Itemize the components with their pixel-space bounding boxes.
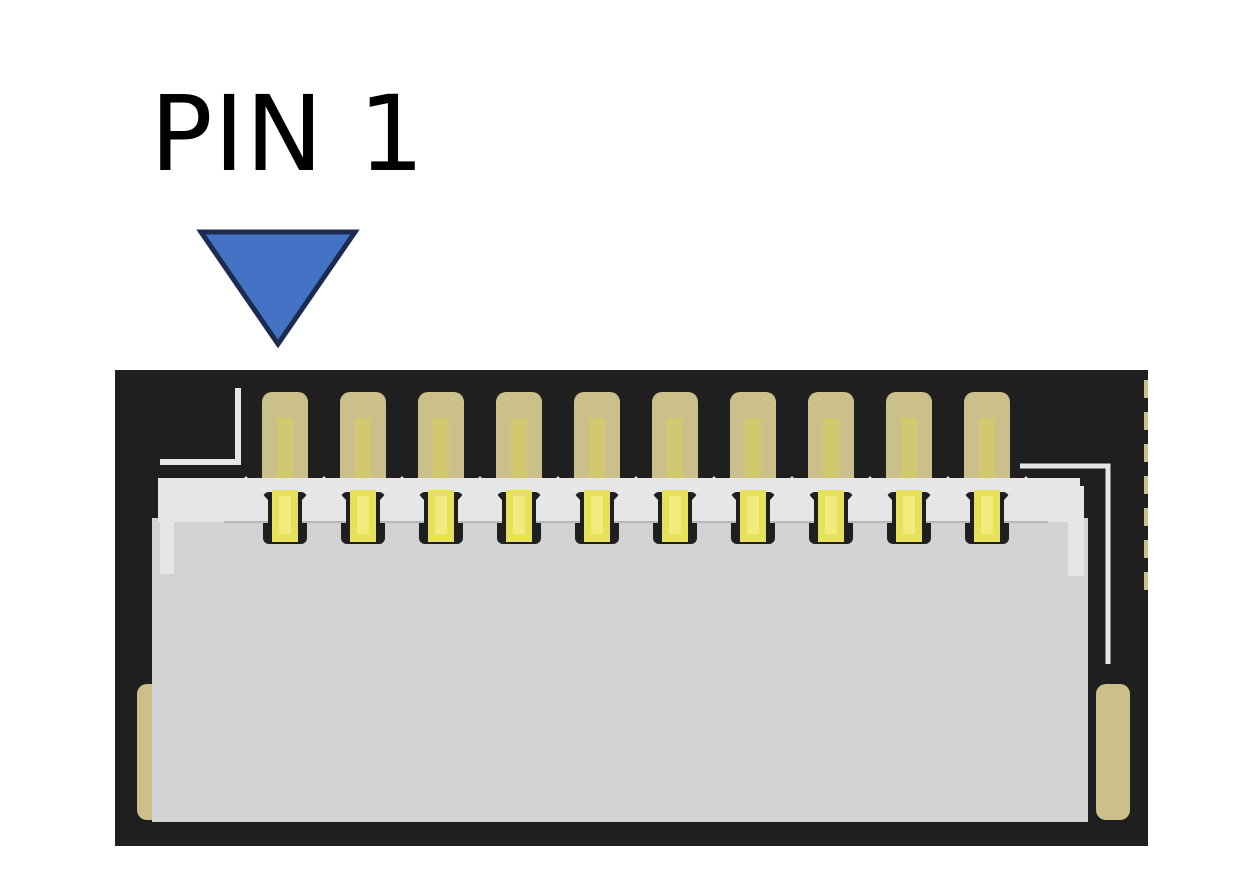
solder-pad-inner-7 [745,418,761,480]
pin-contact-highlight-1 [279,496,291,534]
solder-pad-inner-1 [277,418,293,480]
solder-pad-inner-9 [901,418,917,480]
solder-pad-inner-5 [589,418,605,480]
pin-1-marker-triangle [196,229,360,349]
pin-contact-highlight-10 [981,496,993,534]
housing-tooth-11 [1004,476,1048,522]
pin-1-label: PIN 1 [150,73,426,195]
solder-pad-inner-8 [823,418,839,480]
housing-tooth-4 [458,476,502,522]
connector-housing [152,478,1088,822]
pin-contact-highlight-6 [669,496,681,534]
pin-contact-highlight-2 [357,496,369,534]
pin-contact-highlight-8 [825,496,837,534]
housing-outline-left [160,388,241,465]
housing-tooth-3 [380,476,424,522]
housing-right-step [1068,486,1084,576]
housing-tooth-5 [536,476,580,522]
right-mounting-pad [1096,684,1130,820]
solder-pad-inner-4 [511,418,527,480]
solder-pad-inner-2 [355,418,371,480]
solder-pad-inner-6 [667,418,683,480]
solder-pad-inner-10 [979,418,995,480]
housing-tooth-6 [614,476,658,522]
pin-contact-highlight-4 [513,496,525,534]
housing-tooth-2 [302,476,346,522]
housing-tooth-1 [224,476,268,522]
pin-contact-highlight-9 [903,496,915,534]
housing-tooth-10 [926,476,970,522]
housing-outline-right [1020,463,1111,664]
housing-tooth-9 [848,476,892,522]
solder-pad-inner-3 [433,418,449,480]
pin-contact-highlight-3 [435,496,447,534]
pin-contact-highlight-5 [591,496,603,534]
housing-body [152,518,1088,822]
pin-contacts [272,490,1000,542]
housing-left-step [160,478,174,574]
housing-tooth-7 [692,476,736,522]
housing-tooth-8 [770,476,814,522]
pin-contact-highlight-7 [747,496,759,534]
solder-pads [262,392,1010,510]
